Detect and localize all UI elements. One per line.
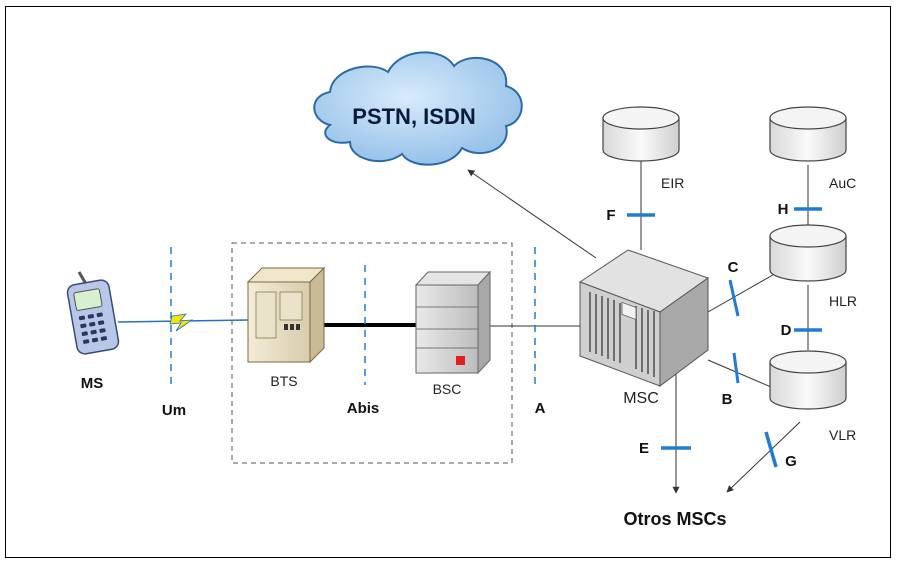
hlr-database-icon xyxy=(769,224,847,282)
um-label: Um xyxy=(162,402,186,419)
a-label: A xyxy=(535,400,546,417)
mobile-phone-icon xyxy=(66,271,120,355)
c-label: C xyxy=(728,259,739,276)
g-label: G xyxy=(785,453,797,470)
eir-database-icon xyxy=(602,106,680,162)
radio-bolt-icon xyxy=(169,313,194,332)
vlr-database-icon xyxy=(769,350,847,410)
d-label: D xyxy=(781,322,792,339)
f-label: F xyxy=(606,207,615,224)
abis-label: Abis xyxy=(347,400,380,417)
hlr-label: HLR xyxy=(829,293,857,309)
bts-icon xyxy=(246,266,326,364)
other-mscs-label: Otros MSCs xyxy=(623,509,726,529)
msc-vlr-link xyxy=(707,359,779,391)
e-label: E xyxy=(639,440,649,457)
ms-label: MS xyxy=(81,375,104,392)
pstn-isdn-cloud: PSTN, ISDN xyxy=(313,51,523,166)
bts-label: BTS xyxy=(270,373,297,389)
msc-icon xyxy=(578,249,710,387)
cloud-label: PSTN, ISDN xyxy=(352,104,475,129)
b-label: B xyxy=(722,391,733,408)
c-marker xyxy=(728,279,740,317)
auc-database-icon xyxy=(769,106,847,162)
bss-box xyxy=(231,242,513,464)
msc-pstn-link xyxy=(467,169,597,259)
msc-label: MSC xyxy=(623,390,659,407)
bsc-label: BSC xyxy=(433,381,462,397)
vlr-other-link xyxy=(726,421,801,493)
msc-hlr-link xyxy=(707,271,779,313)
bsc-icon xyxy=(414,270,492,375)
h-label: H xyxy=(778,201,789,218)
auc-label: AuC xyxy=(829,175,856,191)
diagram-frame xyxy=(5,6,891,558)
vlr-label: VLR xyxy=(829,427,856,443)
g-marker xyxy=(764,431,778,468)
b-marker xyxy=(732,352,740,384)
eir-label: EIR xyxy=(661,175,684,191)
